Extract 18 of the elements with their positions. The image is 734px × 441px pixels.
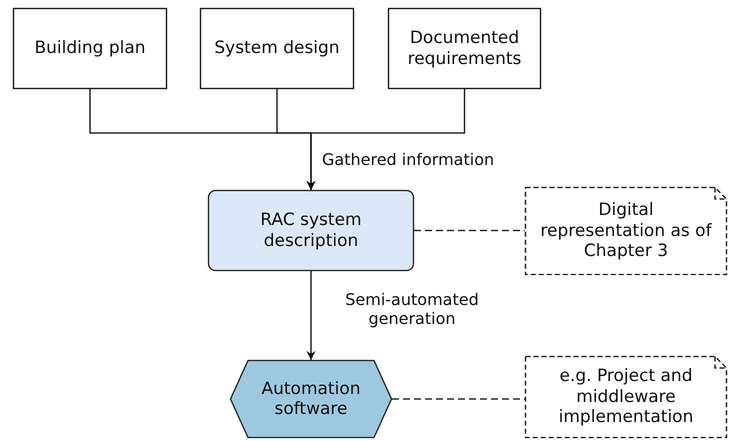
arrow bbox=[306, 89, 466, 190]
node-text: System design bbox=[214, 38, 340, 59]
process-box bbox=[208, 190, 414, 271]
dashed-connector bbox=[392, 398, 525, 400]
node-text: Digital representation as of Chapter 3 bbox=[539, 200, 713, 262]
node-text: Building plan bbox=[34, 38, 146, 59]
node-text: e.g. Project and middleware implementation bbox=[558, 366, 694, 428]
document-box bbox=[200, 8, 354, 89]
note-box bbox=[525, 356, 727, 438]
document-box bbox=[13, 8, 167, 89]
node-text: Automation software bbox=[260, 378, 362, 420]
node-text: Documented requirements bbox=[406, 28, 522, 69]
dashed-connector bbox=[414, 230, 525, 232]
arrow bbox=[306, 271, 316, 360]
node-text: RAC system description bbox=[259, 210, 363, 251]
note-box bbox=[525, 187, 727, 275]
software-hexagon bbox=[230, 360, 392, 438]
document-box bbox=[388, 8, 541, 89]
